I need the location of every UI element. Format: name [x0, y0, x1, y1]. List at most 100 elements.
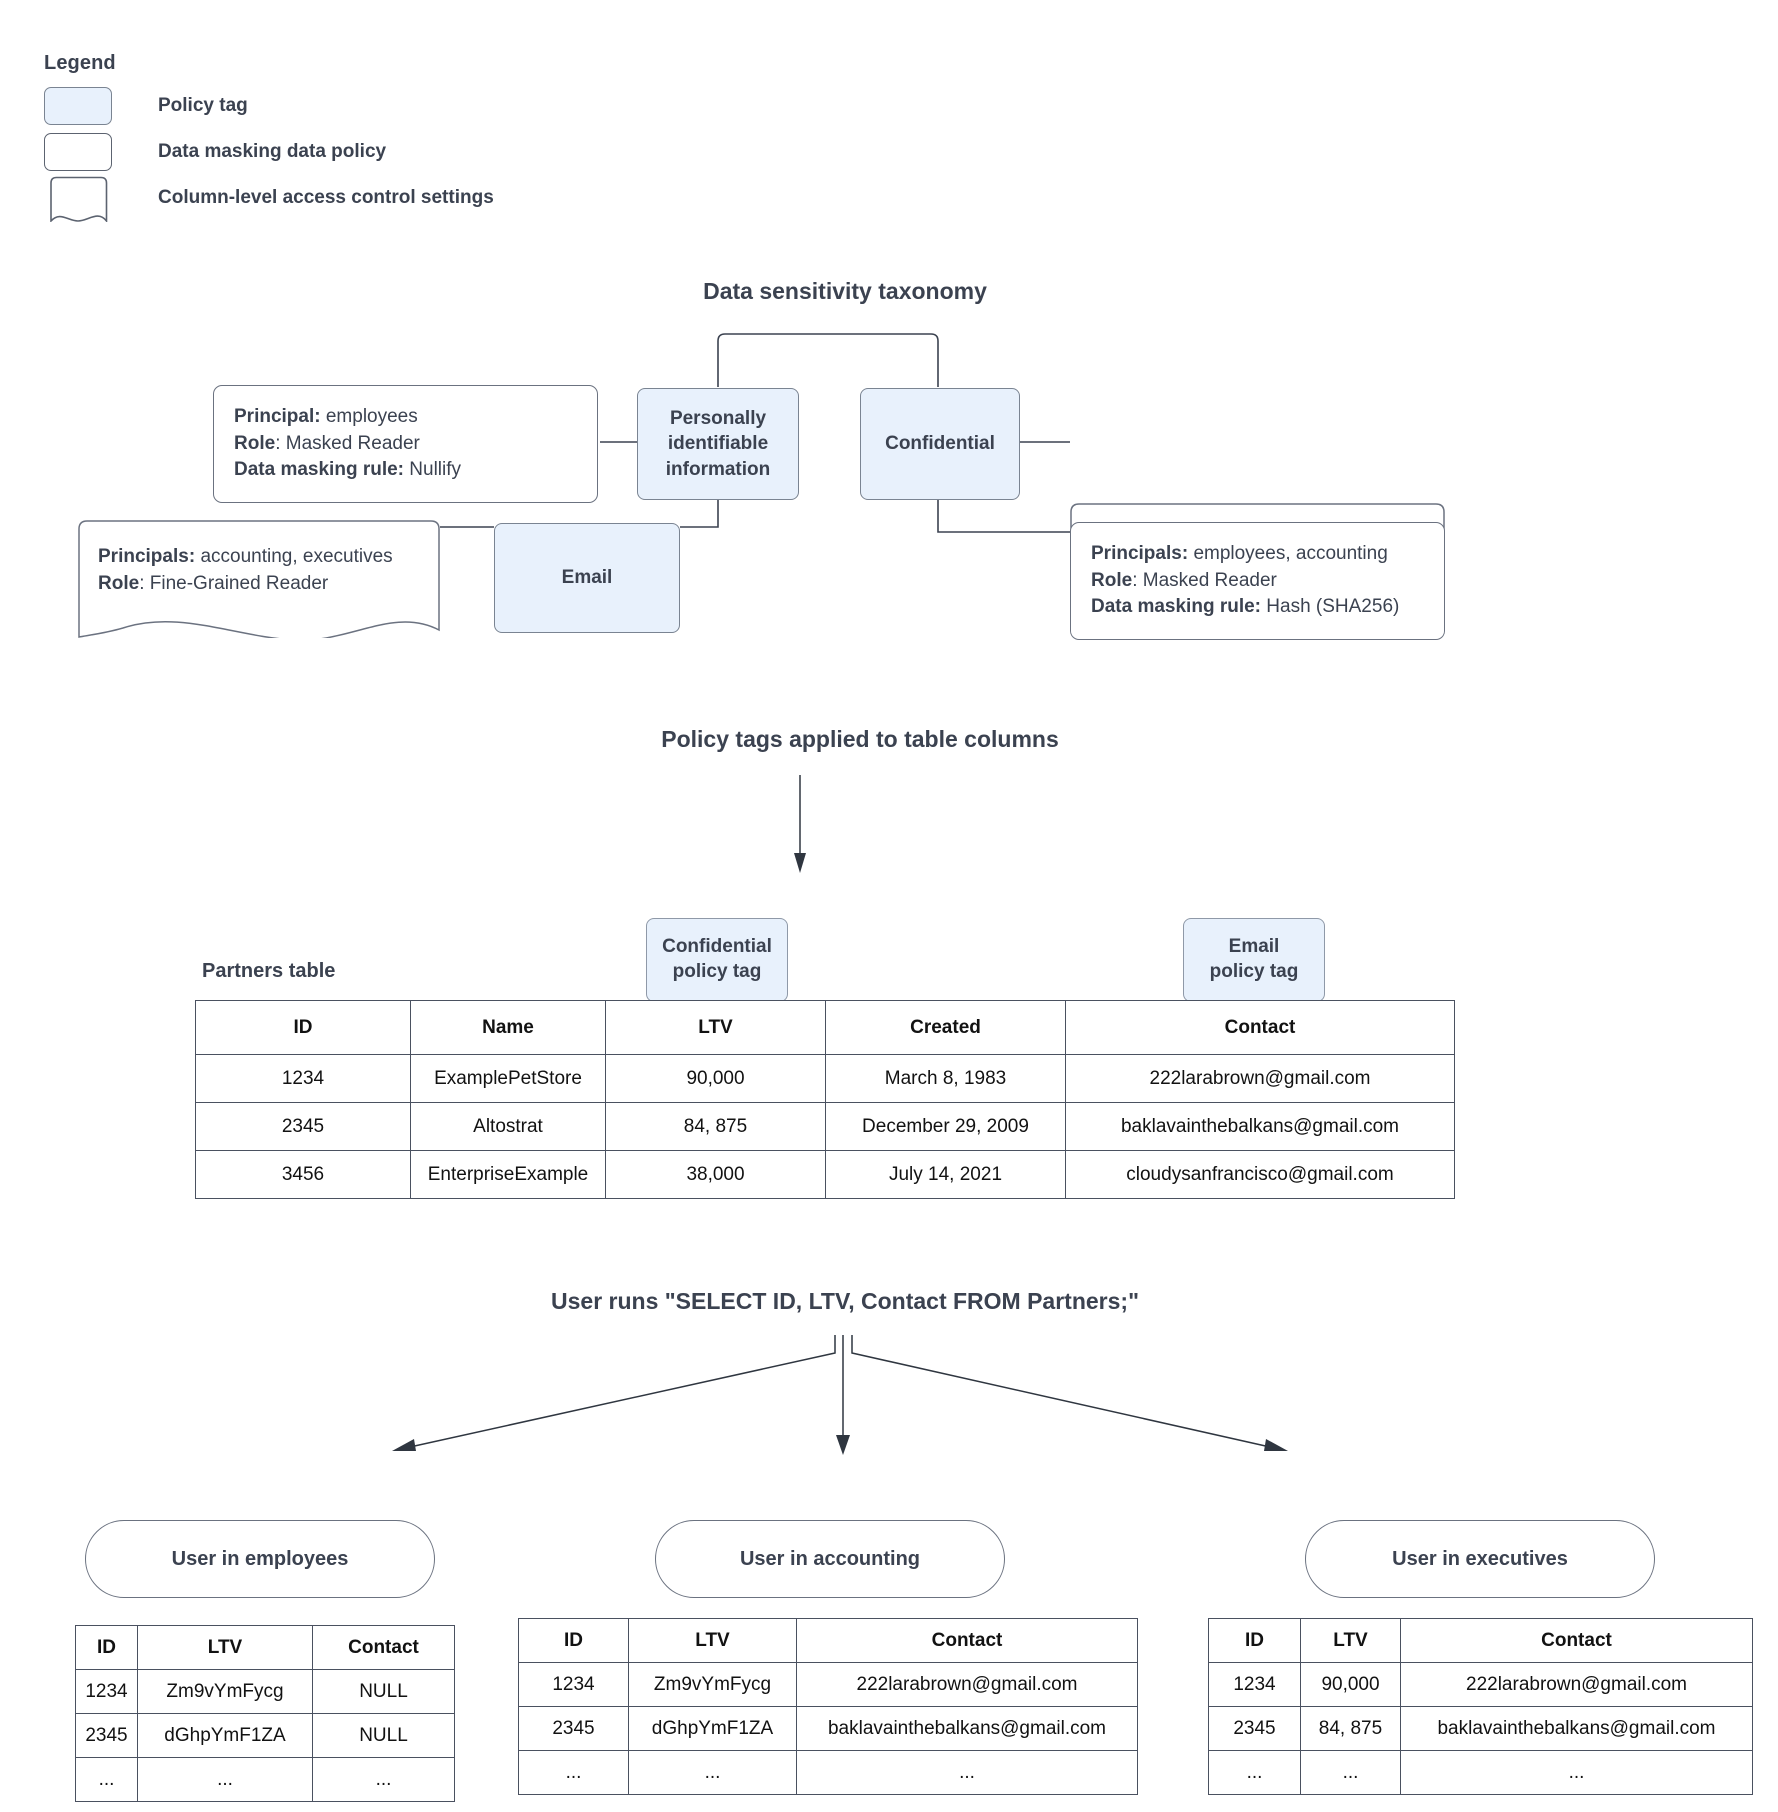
partners-cell: 1234: [195, 1054, 411, 1103]
policy-tag-email[interactable]: Email: [494, 523, 680, 633]
conf-role-value: Masked Reader: [1142, 569, 1277, 591]
conf-rule-value: Hash (SHA256): [1266, 596, 1400, 618]
result-header-row: ID LTV Contact: [518, 1618, 1138, 1663]
result-col-header: Contact: [796, 1618, 1138, 1663]
email-column-access-box: Principals: accounting, executives Role:…: [78, 520, 440, 638]
result-cell: 84, 875: [1300, 1706, 1401, 1751]
policy-tag-confidential[interactable]: Confidential: [860, 388, 1020, 500]
result-col-header: LTV: [1300, 1618, 1401, 1663]
result-col-header: LTV: [137, 1625, 313, 1670]
partners-cell: March 8, 1983: [825, 1054, 1066, 1103]
result-cell: ...: [312, 1757, 455, 1802]
legend-item-policy-tag: Policy tag: [44, 83, 494, 129]
legend-item-data-masking: Data masking data policy: [44, 129, 494, 175]
table-row: 3456 EnterpriseExample 38,000 July 14, 2…: [195, 1150, 1455, 1199]
conf-rule-label: Data masking rule:: [1091, 596, 1261, 618]
result-col-header: Contact: [312, 1625, 455, 1670]
partners-table-header-row: ID Name LTV Created Contact: [195, 1000, 1455, 1055]
persona-label: User in accounting: [739, 1547, 921, 1570]
result-cell: Zm9vYmFycg: [628, 1662, 797, 1707]
result-header-row: ID LTV Contact: [1208, 1618, 1753, 1663]
result-cell: 90,000: [1300, 1662, 1401, 1707]
persona-pill-employees: User in employees: [85, 1520, 435, 1598]
partners-col-header: LTV: [605, 1000, 826, 1055]
partners-cell: baklavainthebalkans@gmail.com: [1065, 1102, 1455, 1151]
result-header-row: ID LTV Contact: [75, 1625, 455, 1670]
result-cell: ...: [1400, 1750, 1753, 1795]
result-cell: NULL: [312, 1713, 455, 1758]
pii-role-value: Masked Reader: [285, 432, 420, 454]
email-role-line: Role: Fine-Grained Reader: [98, 572, 329, 594]
result-col-header: LTV: [628, 1618, 797, 1663]
persona-label: User in executives: [1392, 1547, 1568, 1570]
policy-tag-confidential-label: Confidential: [885, 433, 995, 455]
email-role-value: Fine-Grained Reader: [149, 572, 329, 594]
table-row: 1234 Zm9vYmFycg 222larabrown@gmail.com: [518, 1662, 1138, 1707]
table-row: ... ... ...: [1208, 1750, 1753, 1795]
policy-tag-pii[interactable]: Personally identifiable information: [637, 388, 799, 500]
callout-confidential-line1: Confidential: [662, 936, 772, 958]
query-fan-arrows: [392, 1335, 1288, 1455]
callout-confidential-line2: policy tag: [672, 961, 762, 982]
table-row: 2345 dGhpYmF1ZA NULL: [75, 1713, 455, 1758]
result-cell: 222larabrown@gmail.com: [796, 1662, 1138, 1707]
result-table-executives: ID LTV Contact 1234 90,000 222larabrown@…: [1208, 1618, 1753, 1795]
result-cell: ...: [1208, 1750, 1301, 1795]
partners-cell: 38,000: [605, 1150, 826, 1199]
result-cell: dGhpYmF1ZA: [628, 1706, 797, 1751]
applied-arrow-icon: [794, 775, 806, 873]
conf-principals-line: Principals: employees, accounting: [1091, 541, 1424, 568]
result-cell: 2345: [518, 1706, 629, 1751]
policy-tag-swatch-icon: [44, 87, 112, 125]
pii-role-line: Role: Masked Reader: [234, 432, 420, 454]
pii-rule-value: Nullify: [409, 459, 462, 481]
taxonomy-connectors: [440, 333, 1070, 533]
partners-col-header: Created: [825, 1000, 1066, 1055]
result-cell: baklavainthebalkans@gmail.com: [796, 1706, 1138, 1751]
result-cell: 2345: [75, 1713, 138, 1758]
partners-cell: 90,000: [605, 1054, 826, 1103]
table-row: 1234 90,000 222larabrown@gmail.com: [1208, 1662, 1753, 1707]
result-cell: ...: [1300, 1750, 1401, 1795]
pii-principal-label: Principal:: [234, 405, 321, 427]
legend-item-label: Policy tag: [158, 95, 248, 116]
table-row: 2345 84, 875 baklavainthebalkans@gmail.c…: [1208, 1706, 1753, 1751]
table-row: ... ... ...: [75, 1757, 455, 1802]
result-cell: dGhpYmF1ZA: [137, 1713, 313, 1758]
legend-title: Legend: [44, 52, 116, 74]
result-cell: 1234: [518, 1662, 629, 1707]
result-col-header: ID: [75, 1625, 138, 1670]
callout-confidential-policy-tag[interactable]: Confidential policy tag: [646, 918, 788, 1002]
partners-cell: 3456: [195, 1150, 411, 1199]
confidential-data-masking-policy-box: Principals: employees, accounting Role: …: [1070, 522, 1445, 640]
partners-col-header: Name: [410, 1000, 606, 1055]
table-row: 2345 Altostrat 84, 875 December 29, 2009…: [195, 1102, 1455, 1151]
policy-tag-email-label: Email: [561, 567, 613, 589]
table-row: 1234 Zm9vYmFycg NULL: [75, 1669, 455, 1714]
partners-cell: December 29, 2009: [825, 1102, 1066, 1151]
email-principals-label: Principals:: [98, 546, 196, 567]
legend-item-label: Data masking data policy: [158, 141, 387, 162]
column-access-swatch-icon: [44, 176, 112, 222]
taxonomy-title: Data sensitivity taxonomy: [703, 278, 987, 304]
pii-rule-line: Data masking rule: Nullify: [234, 457, 577, 484]
pii-principal-line: Principal: employees: [234, 404, 577, 431]
result-cell: ...: [796, 1750, 1138, 1795]
persona-label: User in employees: [171, 1547, 349, 1570]
query-title: User runs "SELECT ID, LTV, Contact FROM …: [551, 1288, 1139, 1314]
partners-cell: 2345: [195, 1102, 411, 1151]
applied-title: Policy tags applied to table columns: [661, 726, 1059, 752]
result-cell: 1234: [1208, 1662, 1301, 1707]
callout-email-policy-tag[interactable]: Email policy tag: [1183, 918, 1325, 1002]
table-row: ... ... ...: [518, 1750, 1138, 1795]
table-row: 2345 dGhpYmF1ZA baklavainthebalkans@gmai…: [518, 1706, 1138, 1751]
partners-cell: 84, 875: [605, 1102, 826, 1151]
data-masking-swatch-icon: [44, 133, 112, 171]
partners-cell: July 14, 2021: [825, 1150, 1066, 1199]
partners-table: ID Name LTV Created Contact 1234 Example…: [195, 1000, 1455, 1199]
conf-role-label: Role: [1091, 569, 1133, 591]
result-cell: baklavainthebalkans@gmail.com: [1400, 1706, 1753, 1751]
result-col-header: ID: [1208, 1618, 1301, 1663]
conf-rule-line: Data masking rule: Hash (SHA256): [1091, 594, 1424, 621]
legend: Legend Policy tag Data masking data poli…: [44, 52, 494, 222]
